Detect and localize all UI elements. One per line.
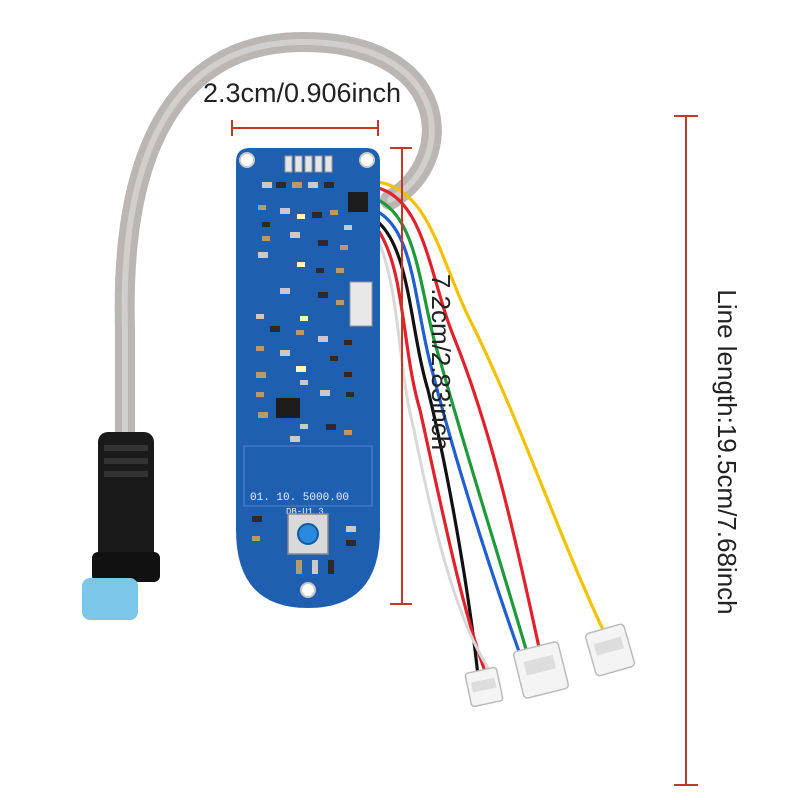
plug-right	[584, 623, 636, 677]
smd-component	[296, 330, 304, 335]
display-readout: 01. 10. 5000.00	[250, 492, 349, 504]
smd-component	[344, 372, 352, 377]
grey-cable-highlight	[121, 38, 435, 443]
wire-red	[376, 186, 542, 654]
connector-ridge	[104, 445, 148, 451]
mounting-hole	[359, 152, 375, 168]
smd-component	[330, 210, 338, 215]
smd-component	[256, 392, 264, 397]
smd-component	[318, 336, 328, 342]
smd-component	[316, 268, 324, 273]
smd-component	[336, 268, 344, 273]
header-pad	[284, 155, 293, 173]
smd-component	[290, 232, 300, 238]
wire-bundle	[376, 180, 608, 678]
smd-component	[270, 326, 280, 332]
smd-component	[256, 314, 264, 319]
pcb-board: 01. 10. 5000.00 DB-U1 3	[236, 148, 380, 608]
wire-yellow	[376, 180, 608, 638]
pcb-outline	[236, 148, 380, 608]
smd-component	[330, 356, 338, 361]
smd-component	[344, 225, 352, 230]
header-pad	[304, 155, 313, 173]
smd-component	[292, 182, 302, 188]
header-pad	[324, 155, 333, 173]
smd-component	[290, 436, 300, 442]
plug-middle	[512, 641, 570, 699]
smd-component	[308, 182, 318, 188]
smd-component	[252, 536, 260, 541]
line-length-label: Line length:19.5cm/7.68inch	[712, 289, 742, 614]
connector-collar	[92, 552, 160, 582]
smd-component	[300, 380, 308, 385]
smd-component	[326, 424, 336, 430]
smd-component	[262, 236, 270, 241]
smd-component	[300, 424, 308, 429]
smd-component	[336, 300, 344, 305]
led	[300, 316, 308, 321]
smd-component	[262, 222, 270, 227]
smd-components	[252, 182, 356, 574]
smd-component	[312, 560, 318, 574]
smd-component	[280, 288, 290, 294]
smd-component	[258, 252, 268, 258]
connector-body	[98, 432, 154, 562]
connector-ridge	[104, 458, 148, 464]
smd-component	[340, 245, 348, 250]
wire-white	[376, 238, 494, 676]
display-sub-label: DB-U1 3	[286, 507, 324, 517]
led	[297, 214, 305, 219]
smd-component	[344, 430, 352, 435]
smd-component	[262, 182, 272, 188]
smd-component	[280, 208, 290, 214]
connector-ridge	[104, 471, 148, 477]
smd-component	[256, 372, 266, 378]
ic-chip	[276, 398, 300, 418]
smd-component	[346, 392, 354, 397]
smd-component	[312, 212, 322, 218]
header-p3	[349, 281, 373, 327]
height-label: 7.2cm/2.83inch	[426, 274, 456, 450]
smd-component	[318, 292, 328, 298]
smd-component	[258, 412, 268, 418]
smd-component	[258, 205, 266, 210]
smd-component	[324, 182, 334, 188]
display-window	[243, 445, 373, 507]
smd-component	[346, 526, 356, 532]
header-pad	[314, 155, 323, 173]
width-dimension: 2.3cm/0.906inch	[203, 78, 401, 136]
height-dimension: 7.2cm/2.83inch	[390, 147, 456, 605]
line-length-dimension: Line length:19.5cm/7.68inch	[674, 115, 742, 786]
led	[296, 366, 306, 372]
led	[297, 262, 305, 267]
smd-component	[276, 182, 286, 188]
header-pad	[294, 155, 303, 173]
smd-component	[280, 350, 290, 356]
smd-component	[256, 346, 264, 351]
waterproof-connector	[82, 432, 160, 620]
header-pads	[284, 155, 333, 173]
wire-green	[376, 198, 530, 658]
mounting-hole	[300, 582, 316, 598]
smd-component	[318, 240, 328, 246]
mounting-hole	[239, 152, 255, 168]
inductor-l3	[348, 192, 368, 212]
smd-component	[344, 340, 352, 345]
smd-component	[328, 560, 334, 574]
smd-component	[346, 540, 356, 546]
smd-component	[252, 516, 262, 522]
wire-blue	[376, 210, 524, 662]
smd-component	[296, 560, 302, 574]
wire-red	[376, 228, 488, 676]
plug-left	[464, 666, 504, 708]
connector-blue-tip	[82, 578, 138, 620]
push-button-cap	[297, 523, 319, 545]
smd-component	[320, 390, 330, 396]
width-label: 2.3cm/0.906inch	[203, 78, 401, 108]
